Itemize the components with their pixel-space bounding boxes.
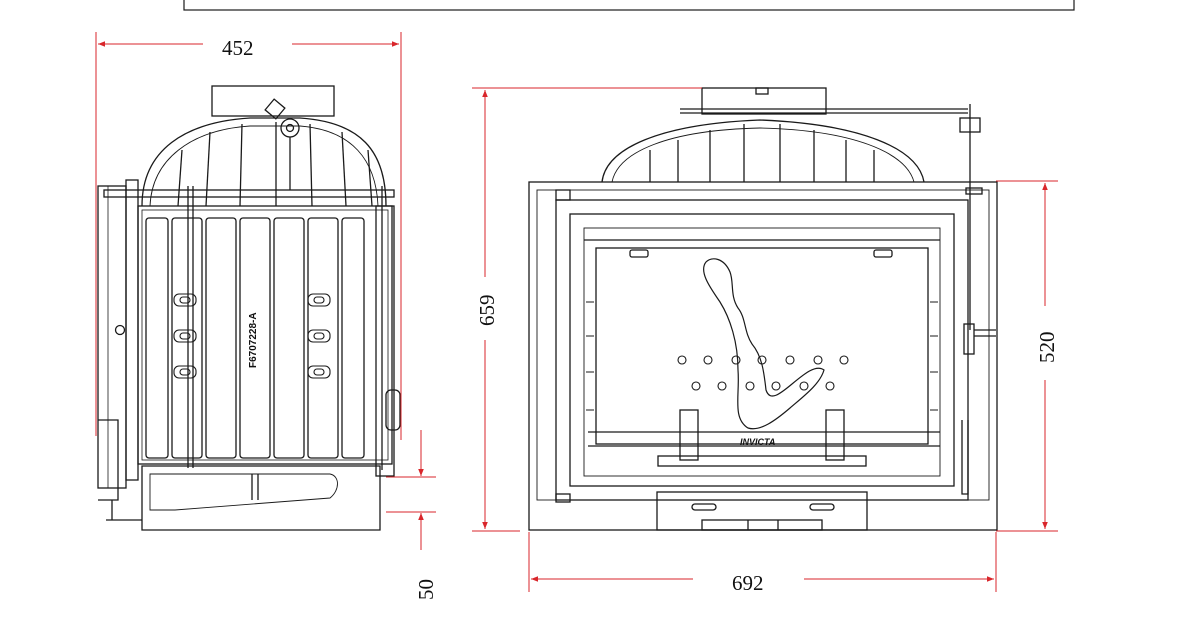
air-holes xyxy=(677,355,849,391)
side-front-frame xyxy=(97,185,127,489)
ash-drawer xyxy=(656,491,868,531)
damper-knob xyxy=(280,118,300,138)
side-view xyxy=(97,85,401,531)
overall-height-dimension: 659 xyxy=(475,295,499,327)
side-dome xyxy=(141,117,387,207)
title-block-frame xyxy=(183,0,1075,11)
door-height-dimension: 520 xyxy=(1035,332,1059,364)
front-view xyxy=(528,87,998,531)
front-dimension-lines xyxy=(472,87,1058,592)
front-width-dimension: 692 xyxy=(732,571,764,595)
side-body xyxy=(137,205,393,465)
front-flue-collar xyxy=(701,87,827,115)
side-width-dimension: 452 xyxy=(222,36,254,60)
front-dome xyxy=(601,119,925,183)
side-ash-tray xyxy=(141,465,381,531)
base-offset-dimension: 50 xyxy=(414,579,438,600)
firebox xyxy=(595,247,929,445)
brand-logo-text: INVICTA xyxy=(740,437,775,447)
flame-logo-outline xyxy=(703,258,825,430)
part-number-label: F6707228-A xyxy=(248,312,259,368)
front-door xyxy=(555,199,969,501)
side-dimension-lines xyxy=(95,32,436,550)
